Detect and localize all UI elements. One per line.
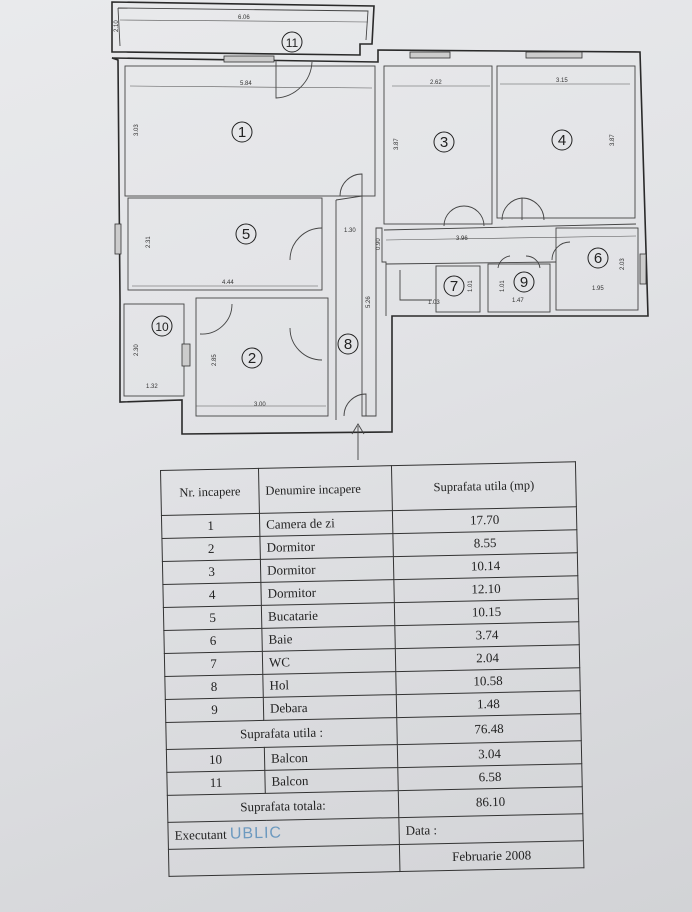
svg-text:5: 5 — [242, 226, 250, 243]
date-value: Februarie 2008 — [399, 840, 584, 872]
svg-text:3: 3 — [440, 134, 448, 151]
room-number-1: 1 — [231, 121, 253, 143]
room-1 — [124, 65, 376, 197]
room-number-9: 9 — [513, 271, 535, 293]
svg-text:1.30: 1.30 — [344, 228, 356, 234]
svg-text:1.01: 1.01 — [500, 280, 506, 292]
room-number-3: 3 — [433, 131, 455, 153]
room-7 — [435, 265, 481, 313]
svg-text:4: 4 — [558, 132, 566, 149]
room-number-11: 11 — [281, 31, 303, 53]
room-number-4: 4 — [551, 129, 573, 151]
svg-text:2.10: 2.10 — [114, 20, 120, 32]
room-8-hall — [335, 195, 387, 420]
svg-text:2.62: 2.62 — [430, 80, 442, 86]
svg-text:3.03: 3.03 — [134, 124, 140, 136]
room-number-5: 5 — [235, 223, 257, 245]
svg-text:3.96: 3.96 — [456, 236, 468, 242]
svg-text:10: 10 — [155, 320, 169, 334]
svg-text:1.95: 1.95 — [592, 286, 604, 292]
room-number-6: 6 — [587, 247, 609, 269]
svg-text:2.31: 2.31 — [146, 236, 152, 248]
svg-text:2.30: 2.30 — [134, 344, 140, 356]
signature-cell — [168, 844, 400, 877]
svg-text:3.15: 3.15 — [556, 78, 568, 84]
room-number-2: 2 — [241, 347, 263, 369]
room-6 — [555, 227, 639, 311]
room-5 — [127, 197, 323, 291]
svg-text:7: 7 — [450, 278, 458, 295]
date-label: Data : — [398, 813, 584, 845]
svg-text:3.87: 3.87 — [610, 134, 616, 146]
svg-text:1: 1 — [238, 124, 246, 141]
room-number-7: 7 — [443, 275, 465, 297]
room-number-8: 8 — [337, 333, 359, 355]
svg-text:5.26: 5.26 — [366, 296, 372, 308]
total-area-value: 86.10 — [398, 786, 583, 818]
apartment-outline — [111, 49, 649, 435]
svg-text:4.44: 4.44 — [222, 280, 234, 286]
svg-text:2: 2 — [248, 350, 256, 367]
room-4 — [496, 65, 636, 219]
svg-text:1.03: 1.03 — [428, 300, 440, 306]
svg-text:5.84: 5.84 — [240, 81, 252, 87]
svg-text:2.03: 2.03 — [620, 258, 626, 270]
svg-text:3.87: 3.87 — [394, 138, 400, 150]
dimension-lines — [119, 19, 637, 407]
svg-text:8: 8 — [344, 336, 352, 353]
svg-text:0.90: 0.90 — [376, 238, 382, 250]
svg-text:9: 9 — [520, 274, 528, 291]
room-9 — [487, 263, 551, 313]
header-nr: Nr. incapere — [160, 468, 260, 516]
svg-text:6.06: 6.06 — [238, 15, 250, 21]
svg-text:1.32: 1.32 — [146, 384, 158, 390]
svg-text:1.47: 1.47 — [512, 298, 524, 304]
executant-label: Executant — [174, 826, 227, 843]
room-2 — [195, 297, 329, 417]
svg-text:2.85: 2.85 — [212, 354, 218, 366]
svg-text:6: 6 — [594, 250, 602, 267]
stamp-text: UBLIC — [229, 824, 283, 843]
room-10 — [123, 303, 185, 397]
svg-text:1.01: 1.01 — [468, 280, 474, 292]
area-table: Nr. incapere Denumire incapere Suprafata… — [160, 461, 584, 877]
svg-text:11: 11 — [286, 36, 299, 50]
useful-area-value: 76.48 — [396, 713, 582, 745]
svg-text:3.00: 3.00 — [254, 402, 266, 408]
floor-plan: 2.10 6.06 5.84 3.03 2.62 3.87 3.15 3.87 … — [111, 1, 649, 460]
header-name: Denumire incapere — [258, 465, 393, 514]
dimension-labels: 2.10 6.06 5.84 3.03 2.62 3.87 3.15 3.87 … — [114, 15, 626, 408]
room-3 — [383, 65, 493, 225]
room-number-10: 10 — [151, 315, 173, 337]
header-area: Suprafata utila (mp) — [391, 461, 577, 511]
balcony-11-outline — [111, 1, 375, 56]
